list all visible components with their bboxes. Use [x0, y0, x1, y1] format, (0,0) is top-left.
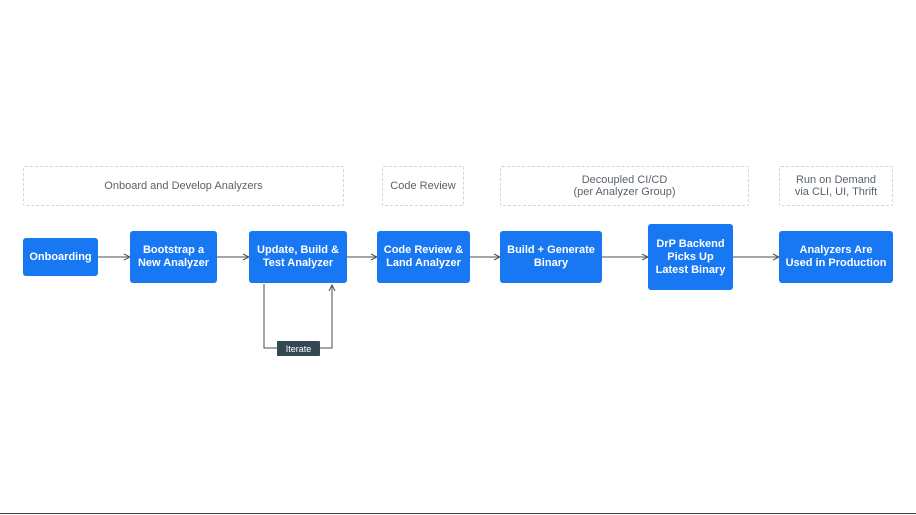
node-bootstrap-analyzer[interactable]: Bootstrap a New Analyzer [130, 231, 217, 283]
node-drp-backend[interactable]: DrP Backend Picks Up Latest Binary [648, 224, 733, 290]
node-analyzers-production[interactable]: Analyzers Are Used in Production [779, 231, 893, 283]
node-code-review-land[interactable]: Code Review & Land Analyzer [377, 231, 470, 283]
stage-onboard-develop: Onboard and Develop Analyzers [23, 166, 344, 206]
node-update-build-test[interactable]: Update, Build & Test Analyzer [249, 231, 347, 283]
stage-code-review: Code Review [382, 166, 464, 206]
bottom-divider [0, 513, 916, 514]
node-build-generate-binary[interactable]: Build + Generate Binary [500, 231, 602, 283]
stage-run-on-demand: Run on Demand via CLI, UI, Thrift [779, 166, 893, 206]
stage-decoupled-cicd: Decoupled CI/CD (per Analyzer Group) [500, 166, 749, 206]
iterate-loop-line [263, 284, 332, 349]
node-onboarding[interactable]: Onboarding [23, 238, 98, 276]
iterate-label: Iterate [277, 341, 320, 356]
